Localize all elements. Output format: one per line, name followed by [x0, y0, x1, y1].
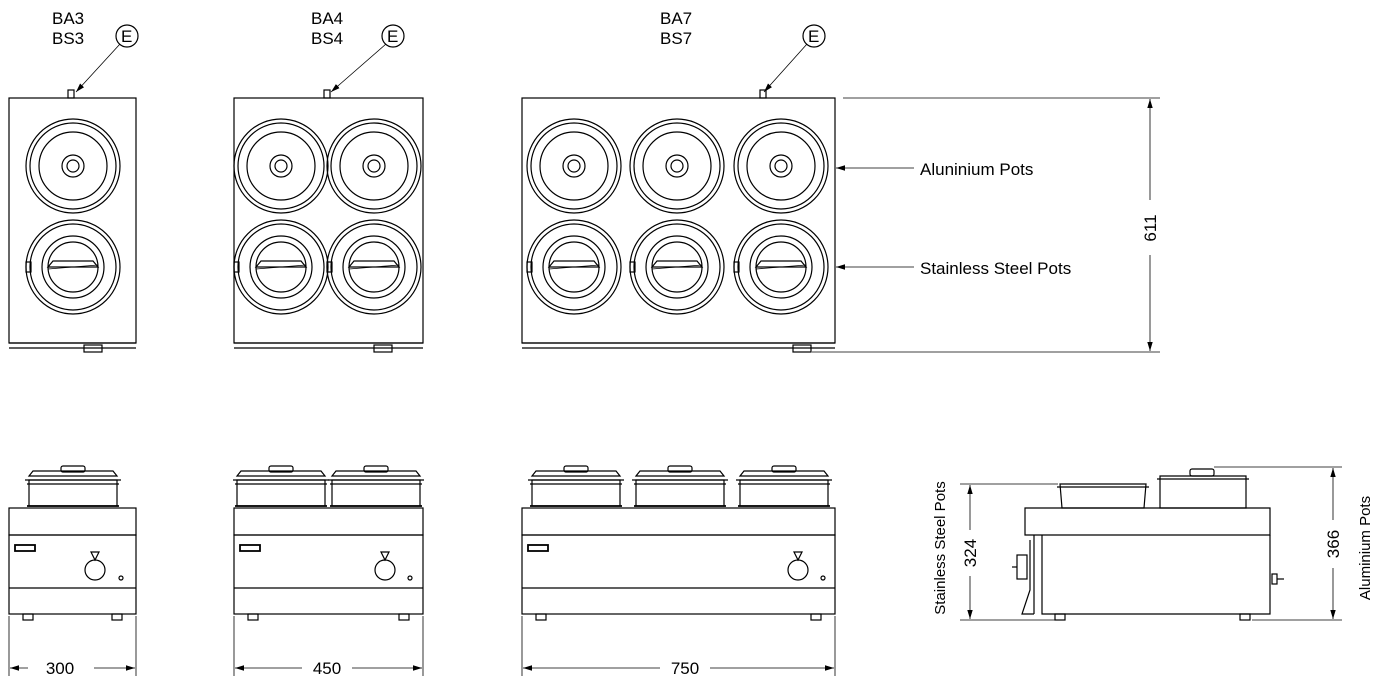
- stainless-pot-top-view: [326, 219, 422, 315]
- stainless-pot-top-view: [629, 219, 725, 315]
- model-3-code-2: BS7: [660, 29, 692, 48]
- model-1-marker-leader: [75, 43, 121, 93]
- aluminium-pot-top-view: [526, 118, 622, 214]
- front-pot: [632, 465, 728, 507]
- model-3-marker-circle: [802, 24, 826, 48]
- stainless-pot-top-view: [25, 219, 121, 315]
- model-2-top-view: [233, 89, 424, 353]
- height-366-value: 366: [1324, 530, 1343, 558]
- side-left-label: Stainless Steel Pots: [932, 481, 949, 614]
- model-3-marker: E: [808, 27, 819, 46]
- front-view: [521, 465, 836, 621]
- model-2-code-1: BA4: [311, 9, 343, 28]
- model-1-marker: E: [121, 27, 132, 46]
- width-2-value: 450: [313, 659, 341, 678]
- aluminium-pot-top-view: [733, 118, 829, 214]
- front-views-group: [8, 465, 836, 621]
- front-pot: [328, 465, 424, 507]
- front-view: [233, 465, 424, 621]
- width-1-value: 300: [46, 659, 74, 678]
- front-pot: [25, 465, 121, 507]
- aluminium-pot-top-view: [25, 118, 121, 214]
- height-324-value: 324: [961, 539, 980, 567]
- model-2-marker: E: [387, 27, 398, 46]
- model-1-top-view: [8, 89, 137, 353]
- model-3-code-1: BA7: [660, 9, 692, 28]
- depth-dimension-value: 611: [1141, 214, 1160, 241]
- stainless-steel-pots-label: Stainless Steel Pots: [920, 259, 1071, 278]
- side-right-label: Aluminium Pots: [1357, 496, 1374, 600]
- front-pot: [233, 465, 329, 507]
- model-1-code-2: BS3: [52, 29, 84, 48]
- front-pot: [736, 465, 832, 507]
- model-3-top-view: [521, 89, 836, 353]
- model-2-code-2: BS4: [311, 29, 343, 48]
- stainless-pot-top-view: [233, 219, 329, 315]
- width-3-value: 750: [671, 659, 699, 678]
- model-2-marker-leader: [330, 43, 387, 93]
- aluminium-pots-label: Aluninium Pots: [920, 160, 1033, 179]
- model-1-marker-circle: [115, 24, 139, 48]
- model-3-marker-leader: [763, 43, 808, 93]
- stainless-pot-top-view: [733, 219, 829, 315]
- front-view: [8, 465, 137, 621]
- aluminium-pot-top-view: [233, 118, 329, 214]
- side-view: [1012, 468, 1284, 621]
- aluminium-pot-top-view: [629, 118, 725, 214]
- front-pot: [528, 465, 624, 507]
- model-1-code-1: BA3: [52, 9, 84, 28]
- model-2-marker-circle: [381, 24, 405, 48]
- aluminium-pot-top-view: [326, 118, 422, 214]
- pots-group: [25, 118, 829, 315]
- stainless-pot-top-view: [526, 219, 622, 315]
